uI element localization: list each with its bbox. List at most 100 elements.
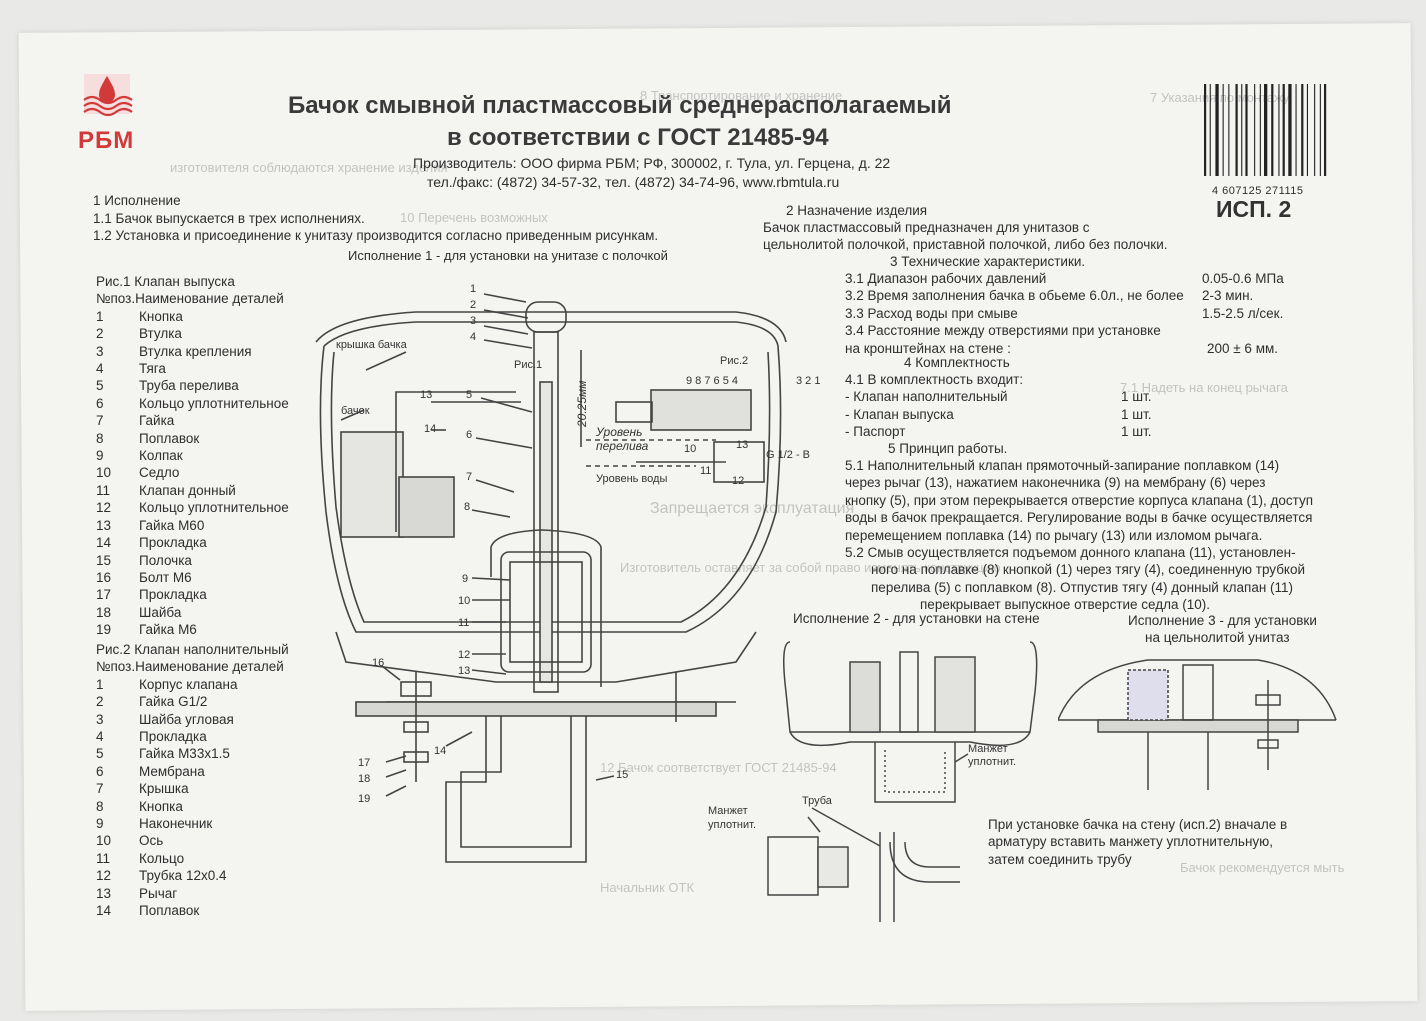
v2-label-cuff: Манжет [968,743,1008,755]
part2-row: 7 Крышка [96,780,289,797]
callout-16: 16 [372,657,384,669]
part1-name: Седло [139,465,180,481]
wall-note-line: арматуру вставить манжету уплотнительную… [988,834,1274,850]
fill-valve-callout-10: 10 [684,443,696,455]
callout-13b: 13 [458,665,470,677]
section1-p1: 1.1 Бачок выпускается в трех исполнениях… [93,211,365,226]
part2-row: 6 Мембрана [96,763,289,780]
spec-value: 1.5-2.5 л/сек. [1202,305,1284,321]
part2-number: 11 [96,850,111,866]
section5-line: 5.1 Наполнительный клапан прямоточный-за… [845,458,1280,473]
section3-heading: 3 Технические характеристики. [890,254,1086,269]
spec-value: 0.05-0.6 МПа [1202,271,1284,286]
part1-number: 14 [96,535,112,551]
callout-14b: 14 [434,745,446,757]
part1-row: 9 Колпак [96,447,289,464]
part1-name: Кнопка [139,308,183,324]
part1-name: Гайка М6 [139,622,197,638]
label-height: 20.25мм [575,381,589,428]
part1-number: 1 [96,308,104,324]
part2-number: 7 [96,781,104,797]
wall-note-line: затем соединить трубу [988,851,1132,867]
part2-name: Поплавок [139,903,200,919]
part1-name: Клапан донный [139,482,236,498]
part2-number: 5 [96,746,104,762]
company-logo: РБМ [78,70,138,154]
part2-name: Гайка G1/2 [139,694,208,710]
spec-label: 3.1 Диапазон рабочих давлений [845,271,1047,286]
callout-12: 12 [458,649,470,661]
barcode: 4 607125 271115 [1200,82,1332,197]
parts-list-1: Рис.1 Клапан выпуска №поз.Наименование д… [96,273,289,639]
section1-heading: 1 Исполнение [93,193,181,208]
spec-value: 2-3 мин. [1202,288,1254,304]
variant3-monoblock-drawing [1058,659,1337,790]
variant2-wall-drawing: Манжет уплотнит. Труба Манжет уплотнит. [708,641,1038,922]
part1-name: Гайка М60 [139,517,205,533]
part1-number: 11 [96,482,111,498]
part1-number: 19 [96,622,112,638]
section2-p1: Бачок пластмассовый предназначен для уни… [763,220,1090,235]
part1-number: 9 [96,448,104,464]
parts-list-1-title: Рис.1 Клапан выпуска [96,274,235,289]
package-list: 4.1 В комплектность входит: - Клапан нап… [845,371,1185,441]
callout-7: 7 [466,471,472,483]
part2-name: Рычаг [139,885,178,901]
fill-valve-callout-11: 11 [700,465,711,477]
parts-list-2: Рис.2 Клапан наполнительный №поз.Наимено… [96,641,289,920]
section5-line: ного на поплавке (8) кнопкой (1) через т… [871,562,1306,578]
barcode-bars [1204,84,1327,176]
section5-line: через рычаг (13), нажатием наконечника (… [845,475,1266,491]
part1-name: Труба перелива [139,378,239,394]
v2-label-pipe: Труба [802,795,833,807]
part2-name: Шайба угловая [139,711,234,727]
callout-8: 8 [464,501,470,513]
part1-name: Втулка крепления [139,343,252,359]
part1-number: 16 [96,569,112,585]
part2-name: Мембрана [139,763,205,779]
fill-valve-callouts-right: 3 2 1 [796,375,820,387]
part2-number: 6 [96,763,104,779]
fill-valve-callout-13: 13 [736,439,748,451]
part1-name: Гайка [139,413,175,429]
tank-cross-section-drawing: 1 2 3 4 5 6 7 8 9 10 11 12 13 13 14 14 1… [315,283,820,863]
part2-number: 4 [96,729,104,745]
package-item-qty: 1 шт. [1121,406,1152,422]
title-line-1: Бачок смывной пластмассовый среднераспол… [288,92,952,119]
part1-number: 4 [96,361,104,377]
part1-name: Колпак [139,448,183,464]
callout-14: 14 [424,423,436,435]
package-item-name: - Клапан выпуска [845,406,954,422]
section2-heading: 2 Назначение изделия [786,203,928,218]
label-overflow-2: перелива [596,439,649,453]
part1-row: 1 Кнопка [96,308,289,325]
part2-name: Крышка [139,781,189,797]
callout-6: 6 [466,429,472,441]
part1-number: 3 [96,343,104,359]
part2-name: Прокладка [139,729,207,745]
spec-4-line-1: 3.4 Расстояние между отверстиями при уст… [845,323,1161,339]
part2-number: 8 [96,798,104,814]
spec-label: 3.3 Расход воды при смыве [845,305,1018,321]
part2-name: Наконечник [139,816,213,832]
part2-name: Кнопка [139,798,183,814]
callout-17: 17 [358,757,370,769]
variant2-caption: Исполнение 2 - для установки на стене [793,611,1040,626]
part1-number: 15 [96,552,112,568]
section5-line: перекрывает выпускное отверстие седла (1… [920,597,1211,613]
v2-label-cuff-4: уплотнит. [708,819,756,831]
